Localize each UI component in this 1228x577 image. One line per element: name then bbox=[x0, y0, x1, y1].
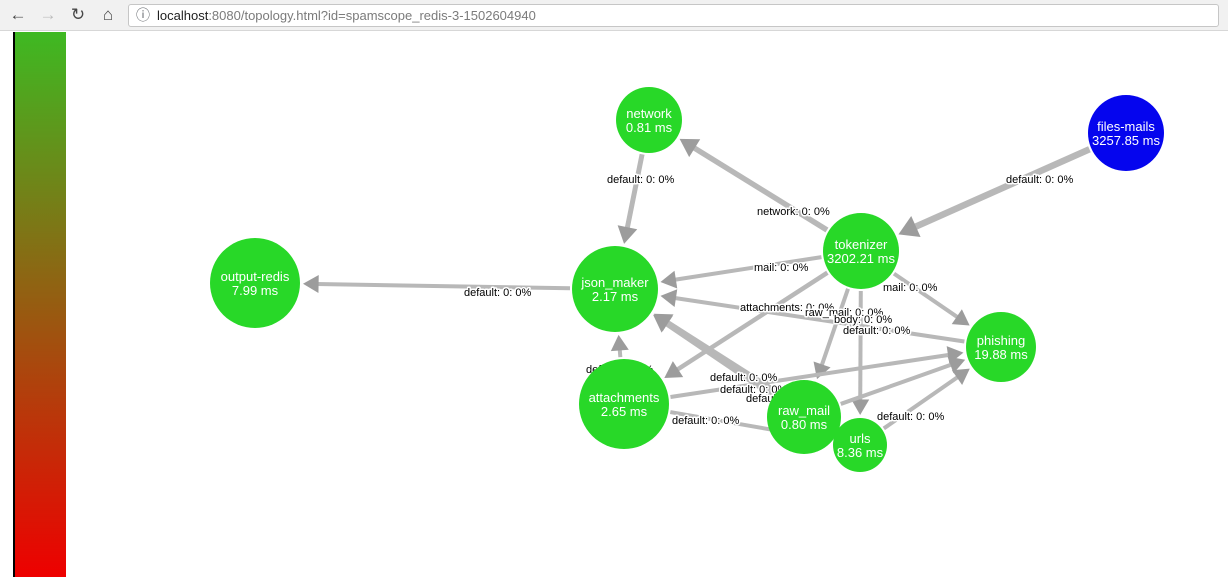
node-circle-files-mails[interactable] bbox=[1088, 95, 1164, 171]
edge-tokenizer-attachments bbox=[675, 270, 829, 373]
url-bar[interactable]: ⓘ localhost:8080/topology.html?id=spamsc… bbox=[128, 3, 1219, 27]
edge-label: raw_mail: 0: 0% bbox=[805, 307, 883, 319]
arrowhead-tokenizer-attachments bbox=[664, 361, 684, 378]
node-latency: 19.88 ms bbox=[974, 347, 1028, 362]
arrowhead-json_maker-output-redis bbox=[302, 275, 319, 294]
node-latency: 3257.85 ms bbox=[1092, 133, 1160, 148]
topology-page: default: 0: 0% network: 0: 0% default: 0: … bbox=[0, 30, 1228, 577]
arrowhead-files-mails-tokenizer bbox=[898, 216, 921, 238]
node-label: files-mails bbox=[1097, 119, 1155, 134]
edge-label: default: 0: 0% bbox=[607, 174, 674, 186]
node-latency: 8.36 ms bbox=[837, 445, 884, 460]
edge-raw_mail-phishing bbox=[840, 362, 954, 406]
edge-tokenizer-urls bbox=[858, 290, 863, 402]
arrowhead-tokenizer-network bbox=[679, 138, 701, 158]
node-latency: 2.17 ms bbox=[592, 289, 639, 304]
node-circle-tokenizer[interactable] bbox=[823, 213, 899, 289]
node-circle-output-redis[interactable] bbox=[210, 238, 300, 328]
home-button[interactable]: ⌂ bbox=[102, 5, 114, 24]
node-label: tokenizer bbox=[835, 237, 888, 252]
edge-labels-layer: default: 0: 0% network: 0: 0% default: 0: … bbox=[463, 173, 1075, 429]
edge-label: default: 0: 0% bbox=[464, 287, 531, 299]
edge-label: mail: 0: 0% bbox=[754, 262, 809, 274]
edge-tokenizer-raw_mail bbox=[819, 288, 850, 367]
edge-tokenizer-network bbox=[691, 144, 829, 233]
url-path: :8080/topology.html?id=spamscope_redis-3… bbox=[208, 7, 536, 23]
url-host: localhost bbox=[157, 7, 209, 23]
node-latency: 3202.21 ms bbox=[827, 251, 895, 266]
back-button[interactable]: ← bbox=[9, 5, 27, 24]
topology-graph-canvas: default: 0: 0% network: 0: 0% default: 0: … bbox=[210, 87, 1164, 472]
edge-label: default: 0: 0% bbox=[877, 411, 944, 423]
forward-button[interactable]: → bbox=[39, 5, 57, 24]
node-label: attachments bbox=[589, 390, 660, 405]
edge-label: network: 0: 0% bbox=[757, 206, 830, 218]
arrowhead-urls-json_maker bbox=[653, 313, 674, 332]
node-circle-attachments[interactable] bbox=[579, 359, 669, 449]
node-label: urls bbox=[850, 431, 871, 446]
edge-label: body: 0: 0% bbox=[834, 314, 892, 326]
edge-label: default: 0: 0% bbox=[843, 325, 910, 337]
node-label: phishing bbox=[977, 333, 1025, 348]
load-gradient-colorbar bbox=[13, 32, 66, 577]
page-info-icon[interactable]: ⓘ bbox=[136, 7, 150, 23]
arrowhead-tokenizer-urls bbox=[851, 399, 870, 416]
node-label: output-redis bbox=[221, 269, 290, 284]
browser-toolbar: ← → ↻ ⌂ ⓘ localhost:8080/topology.html?i… bbox=[0, 0, 1228, 31]
node-circle-json_maker[interactable] bbox=[572, 246, 658, 332]
arrowhead-attachments-json_maker bbox=[610, 334, 629, 352]
node-latency: 7.99 ms bbox=[232, 283, 279, 298]
node-label: raw_mail bbox=[778, 403, 830, 418]
arrowhead-network-json_maker bbox=[617, 225, 638, 244]
arrowhead-phishing-json_maker bbox=[660, 289, 678, 308]
arrowhead-urls-phishing bbox=[951, 368, 970, 385]
edge-phishing-json_maker bbox=[673, 295, 965, 344]
edge-json_maker-output-redis bbox=[316, 282, 571, 291]
arrowhead-raw_mail-phishing bbox=[947, 356, 966, 374]
node-circle-network[interactable] bbox=[616, 87, 682, 153]
edge-attachments-phishing bbox=[670, 352, 951, 399]
edge-label: default: 0: 0% bbox=[710, 372, 777, 384]
edge-label: default: 0: 0% bbox=[672, 415, 739, 427]
edge-tokenizer-phishing bbox=[892, 271, 960, 320]
edge-urls-phishing bbox=[882, 374, 960, 431]
arrowhead-tokenizer-phishing bbox=[951, 309, 970, 326]
node-circle-raw_mail[interactable] bbox=[767, 380, 841, 454]
edge-tokenizer-json_maker bbox=[673, 255, 822, 282]
edges-layer bbox=[302, 138, 1091, 447]
edge-label: attachments: 0: 0% bbox=[740, 302, 834, 314]
node-circle-urls[interactable] bbox=[833, 418, 887, 472]
node-label: network bbox=[626, 106, 672, 121]
edge-network-json_maker bbox=[624, 153, 645, 230]
node-label: json_maker bbox=[580, 275, 649, 290]
arrowhead-tokenizer-json_maker bbox=[660, 270, 678, 289]
node-circle-phishing[interactable] bbox=[966, 312, 1036, 382]
node-latency: 0.81 ms bbox=[626, 120, 673, 135]
edge-files-mails-tokenizer bbox=[912, 146, 1091, 231]
edge-label: mail: 0: 0% bbox=[883, 282, 938, 294]
edge-label: default: 0: 0% bbox=[1006, 174, 1073, 186]
node-latency: 2.65 ms bbox=[601, 404, 648, 419]
reload-button[interactable]: ↻ bbox=[70, 5, 86, 24]
edge-label: default: 0: 0% bbox=[720, 384, 787, 396]
node-latency: 0.80 ms bbox=[781, 417, 828, 432]
